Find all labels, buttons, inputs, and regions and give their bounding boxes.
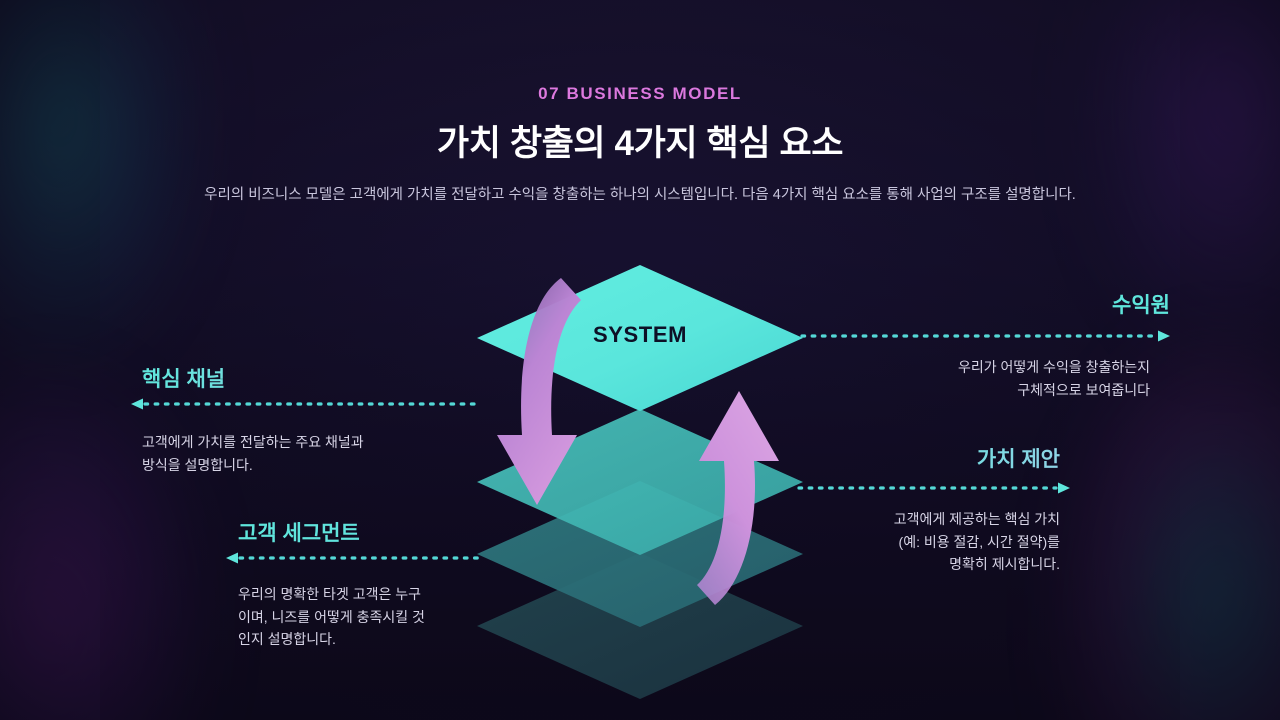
callout-value-proposition-label: 가치 제안: [700, 448, 1060, 471]
connector-customer-segment: [224, 551, 480, 565]
arrow-right-icon: [1158, 330, 1170, 342]
slide-header: 07 BUSINESS MODEL 가치 창출의 4가지 핵심 요소 우리의 비…: [0, 84, 1280, 207]
page-title: 가치 창출의 4가지 핵심 요소: [436, 124, 844, 163]
callout-value-proposition-body-wrap: 고객에게 제공하는 핵심 가치 (예: 비용 절감, 시간 절약)를 명확히 제…: [700, 497, 1060, 576]
connector-value-proposition: [797, 481, 1072, 495]
callout-revenue-body: 우리가 어떻게 수익을 창출하는지 구체적으로 보여줍니다: [958, 359, 1150, 398]
callout-channels: 핵심 채널: [142, 368, 502, 391]
page-subtitle: 우리의 비즈니스 모델은 고객에게 가치를 전달하고 수익을 창출하는 하나의 …: [204, 187, 1076, 203]
callout-customer-segment-body: 우리의 명확한 타겟 고객은 누구 이며, 니즈를 어떻게 충족시킬 것 인지 …: [238, 586, 425, 648]
callout-revenue: 수익원: [760, 294, 1170, 317]
arrow-left-icon: [131, 398, 143, 410]
section-eyebrow: 07 BUSINESS MODEL: [0, 84, 1280, 104]
callout-customer-segment-label: 고객 세그먼트: [238, 522, 568, 545]
callout-value-proposition: 가치 제안: [700, 448, 1060, 471]
callout-customer-segment-body-wrap: 우리의 명확한 타겟 고객은 누구 이며, 니즈를 어떻게 충족시킬 것 인지 …: [238, 572, 568, 651]
layer-system: [477, 265, 803, 411]
arrow-right-icon: [1058, 482, 1070, 494]
callout-value-proposition-body: 고객에게 제공하는 핵심 가치 (예: 비용 절감, 시간 절약)를 명확히 제…: [893, 511, 1060, 573]
callout-channels-body-wrap: 고객에게 가치를 전달하는 주요 채널과 방식을 설명합니다.: [142, 420, 502, 476]
callout-channels-body: 고객에게 가치를 전달하는 주요 채널과 방식을 설명합니다.: [142, 434, 364, 473]
callout-channels-label: 핵심 채널: [142, 368, 502, 391]
arrow-left-icon: [226, 552, 238, 564]
connector-revenue: [800, 329, 1172, 343]
callout-customer-segment: 고객 세그먼트: [238, 522, 568, 545]
callout-revenue-body-wrap: 우리가 어떻게 수익을 창출하는지 구체적으로 보여줍니다: [760, 345, 1150, 401]
connector-channels: [129, 397, 481, 411]
callout-revenue-label: 수익원: [1112, 294, 1170, 317]
